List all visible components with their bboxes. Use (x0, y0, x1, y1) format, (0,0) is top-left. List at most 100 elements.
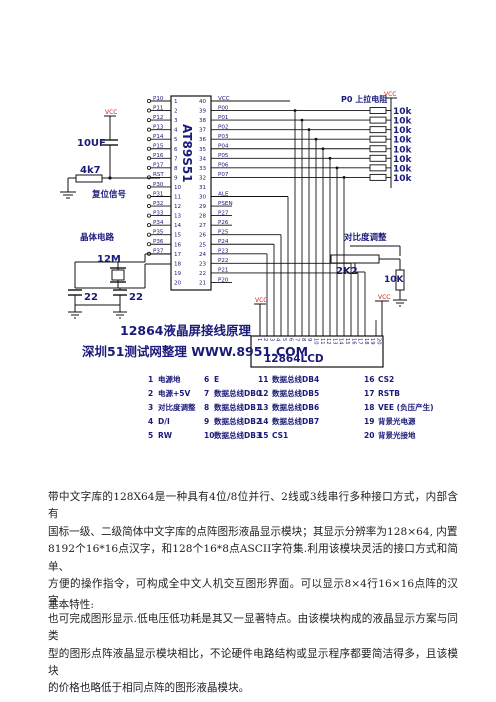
legend-pin-function: E (214, 375, 219, 384)
mcu-pin-number: 13 (174, 214, 182, 220)
pullup-resistor-label: 10k (393, 164, 413, 174)
mcu-pin-number: 32 (199, 175, 206, 181)
mcu-pin-label: P05 (218, 153, 229, 159)
mcu-pin-number: 12 (174, 204, 181, 210)
legend-pin-number: 5 (148, 431, 153, 440)
description-paragraph: 带中文字库的128X64是一种具有4位/8位并行、2线或3线串行多种接口方式，内… (48, 489, 458, 698)
mcu-left-pins: P101P112P123P134P145P156P167P178RST9P301… (146, 96, 182, 286)
mcu-pin-number: 11 (174, 195, 182, 201)
mcu-pin-label: PSEN (218, 201, 233, 207)
mcu-pin-label: P14 (153, 134, 164, 140)
mcu-pin-number: 10 (174, 185, 182, 191)
lcd-pin-number: 19 (369, 338, 375, 345)
crystal-circuit: 晶体电路 12M 22 22 (68, 232, 171, 319)
mcu-pin-number: 5 (174, 137, 178, 143)
lcd-pin-number: 14 (338, 338, 344, 345)
mcu-pin-number: 1 (174, 99, 178, 105)
legend-pin-function: 数据总线DB7 (272, 416, 319, 426)
mcu-pin-number: 24 (199, 252, 207, 258)
legend-pin-number: 12 (258, 389, 268, 398)
mcu-pin-number: 25 (199, 242, 207, 248)
mcu-pin-label: P27 (218, 210, 229, 216)
mcu-chip: AT89S51 P101P112P123P134P145P156P167P178… (146, 95, 233, 291)
lcd-pin-number: 20 (376, 338, 382, 345)
mcu-pin-number: 39 (199, 109, 207, 115)
legend-pin-number: 14 (258, 417, 268, 426)
lcd-pin-number: 11 (319, 338, 325, 345)
paragraph-line: 型的图形点阵液晶显示模块相比，不论硬件电路结构或显示程序都要简洁得多，且该模块 (48, 647, 458, 678)
vcc-label-lcd: VCC (255, 297, 267, 304)
mcu-pin-number: 30 (199, 195, 207, 201)
legend-pin-number: 4 (148, 417, 153, 426)
crystal-label: 12M (97, 254, 121, 265)
legend-pin-number: 19 (364, 417, 374, 426)
vcc-label-pullup: VCC (384, 91, 396, 98)
mcu-pin-number: 29 (199, 204, 207, 210)
legend-pin-number: 20 (364, 431, 374, 440)
mcu-pin-number: 38 (199, 118, 207, 124)
legend-pin-function: 数据总线DB5 (272, 388, 319, 398)
mcu-pin-number: 20 (174, 280, 182, 286)
mcu-pin-label: P04 (218, 144, 229, 150)
mcu-pin-number: 15 (174, 233, 182, 239)
legend-pin-function: 电源地 (158, 374, 181, 384)
mcu-pin-number: 3 (174, 118, 178, 124)
mcu-pin-number: 27 (199, 223, 207, 229)
crystal-circuit-label: 晶体电路 (80, 232, 115, 243)
vcc-label-reset: VCC (105, 109, 117, 116)
legend-pin-number: 18 (364, 403, 374, 412)
legend-pin-function: 数据总线DB6 (272, 402, 319, 412)
legend-pin-number: 16 (364, 375, 374, 384)
mcu-pin-label: P31 (153, 191, 164, 197)
schematic-title: 12864液晶屏接线原理 (120, 323, 251, 338)
mcu-pin-number: 9 (174, 175, 178, 181)
lcd-wiring-schematic: AT89S51 P101P112P123P134P145P156P167P178… (60, 91, 434, 440)
legend-pin-function: RW (158, 431, 173, 440)
lcd-pin-number: 12 (325, 338, 331, 345)
legend-pin-function: 数据总线DB0 (214, 388, 261, 398)
legend-pin-function: CS2 (378, 375, 394, 384)
paragraph-line: 带中文字库的128X64是一种具有4位/8位并行、2线或3线串行多种接口方式，内… (48, 491, 458, 521)
mcu-pin-number: 40 (199, 99, 207, 105)
mcu-pin-label: P06 (218, 163, 229, 169)
pullup-resistor-label: 10k (393, 117, 413, 127)
mcu-pin-number: 33 (199, 166, 207, 172)
legend-pin-function: 数据总线DB4 (272, 374, 319, 384)
mcu-pin-label: P26 (218, 220, 229, 226)
pullup-resistor-label: 10k (393, 174, 413, 184)
mcu-pin-label: P22 (218, 258, 229, 264)
cap-22a-label: 22 (84, 292, 98, 303)
cap-10uf-label: 10UF (77, 138, 106, 149)
mcu-pin-number: 36 (199, 137, 207, 143)
legend-pin-function: CS1 (272, 431, 288, 440)
legend-pin-function: 电源+5V (158, 388, 191, 398)
res-10k-label: 10K (384, 275, 405, 285)
lcd-pin-number: 17 (357, 338, 363, 345)
paragraph-line: 也可完成图形显示.低电压低功耗是其又一显著特点。由该模块构成的液晶显示方案与同类 (48, 612, 458, 643)
pullup-resistor-label: 10k (393, 126, 413, 136)
lcd-pin-number: 9 (306, 338, 312, 341)
legend-pin-number: 1 (148, 375, 153, 384)
mcu-pin-label: P34 (153, 220, 164, 226)
pullup-label: P0 上拉电阻 (341, 94, 387, 104)
lcd-pin-number: 16 (350, 338, 356, 345)
lcd-pin-number: 7 (294, 338, 300, 341)
legend-pin-function: VEE (负压产生) (378, 402, 434, 412)
schematic-credit: 深圳51测试网整理 WWW.8951.COM (82, 344, 308, 359)
mcu-pin-number: 17 (174, 252, 182, 258)
mcu-pin-number: 8 (174, 166, 178, 172)
legend-pin-number: 8 (204, 403, 209, 412)
legend-pin-number: 10 (204, 431, 214, 440)
mcu-pin-number: 7 (174, 156, 178, 162)
mcu-pin-number: 22 (199, 271, 206, 277)
pullup-resistor-label: 10k (393, 136, 413, 146)
lcd-pin-number: 6 (287, 338, 293, 341)
lcd-pin-number: 18 (363, 338, 369, 345)
mcu-pin-label: P11 (153, 105, 164, 111)
lcd-pin-number: 8 (300, 338, 306, 341)
legend-pin-function: D/I (158, 417, 170, 426)
legend-pin-number: 13 (258, 403, 268, 412)
lcd-pin-number: 13 (331, 338, 337, 345)
legend-pin-number: 7 (204, 389, 209, 398)
mcu-pin-number: 35 (199, 147, 207, 153)
